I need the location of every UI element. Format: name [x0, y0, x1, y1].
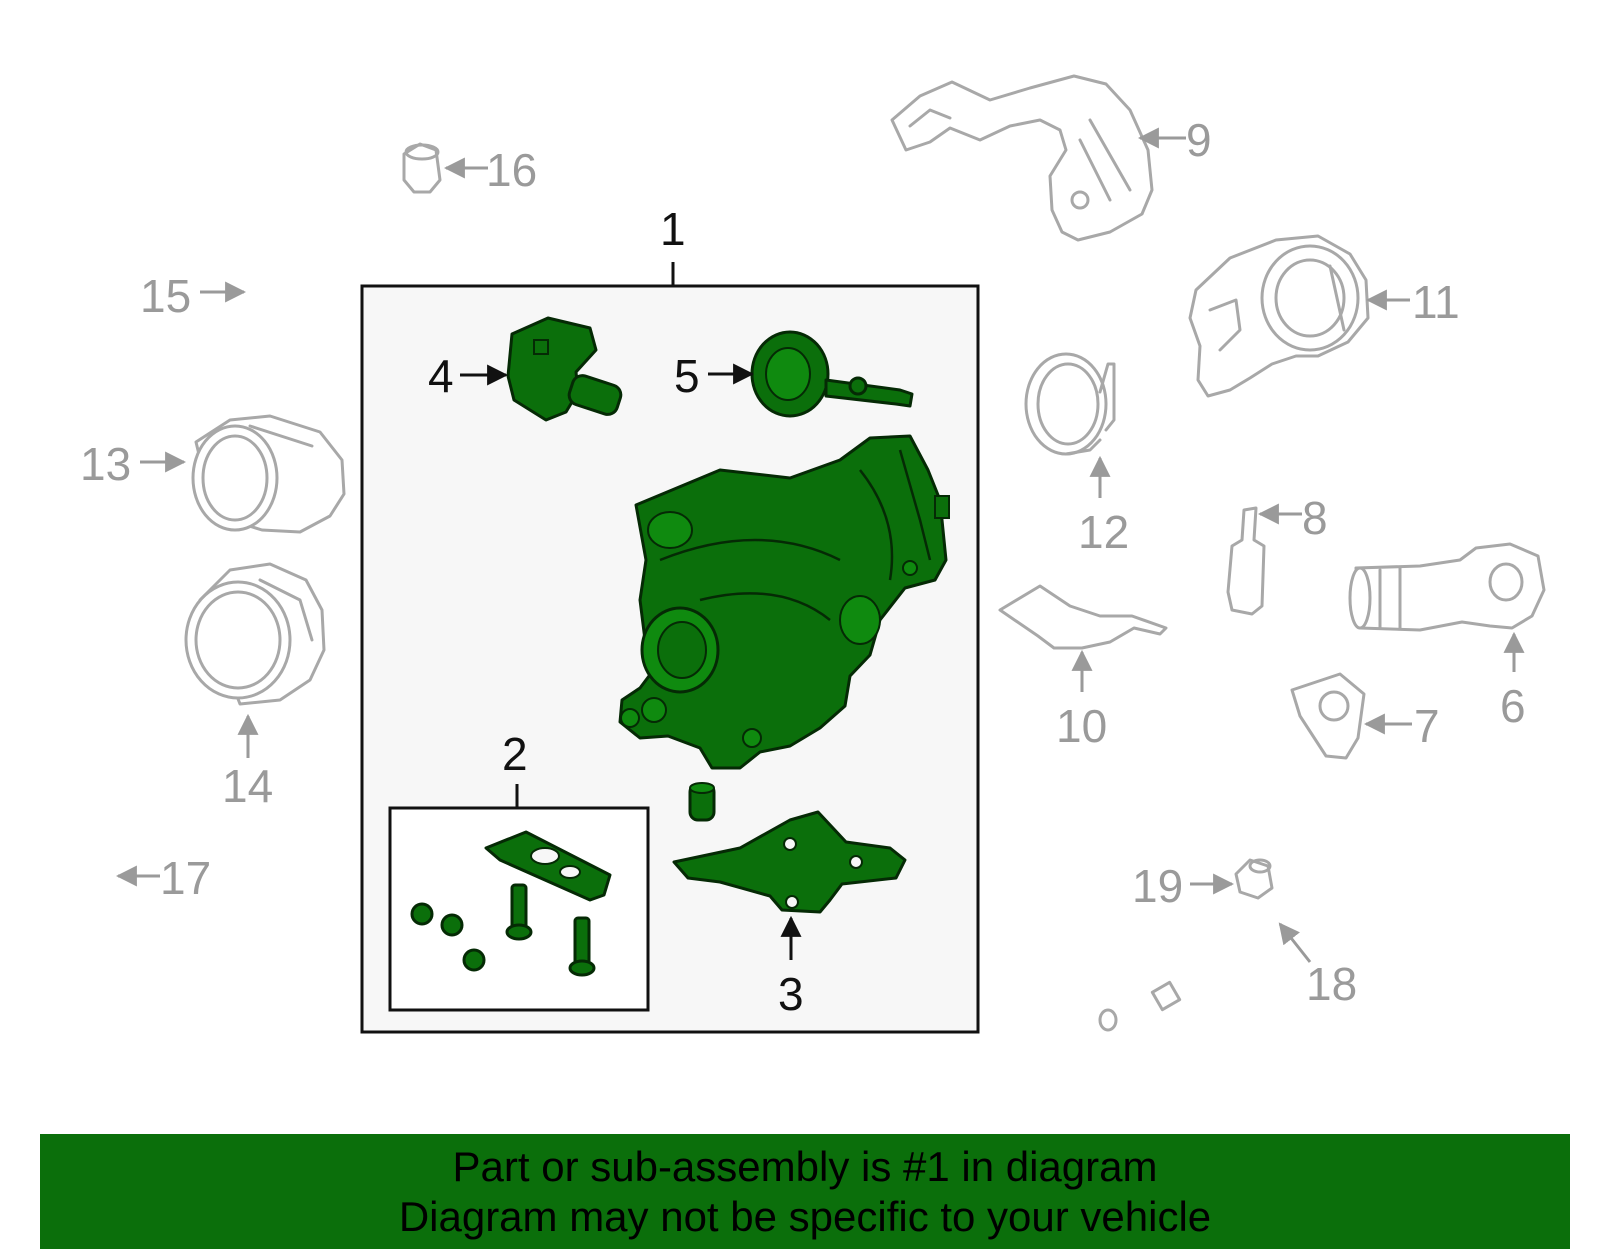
callout-15[interactable]: 15 [140, 270, 191, 322]
callout-16[interactable]: 16 [486, 144, 537, 196]
callout-1[interactable]: 1 [660, 203, 686, 255]
part-19-plug[interactable] [1234, 858, 1274, 900]
banner-line-2: Diagram may not be specific to your vehi… [398, 1192, 1212, 1240]
part-5-actuator[interactable] [750, 330, 914, 418]
callout-4[interactable]: 4 [428, 350, 454, 402]
part-12-clamp[interactable] [1024, 352, 1116, 456]
part-6-outlet-pipe[interactable] [1348, 542, 1546, 632]
info-banner: Part or sub-assembly is #1 in diagram Di… [40, 1134, 1570, 1249]
callout-8[interactable]: 8 [1302, 492, 1328, 544]
part-13-inlet-coupler[interactable] [191, 414, 346, 534]
callout-14[interactable]: 14 [222, 760, 273, 812]
callout-arrow-18 [1278, 922, 1312, 963]
part-3-bracket[interactable] [672, 810, 907, 914]
callout-18[interactable]: 18 [1306, 958, 1357, 1010]
part-14-inlet-ring[interactable] [184, 562, 326, 706]
callout-12[interactable]: 12 [1078, 506, 1129, 558]
callout-11[interactable]: 11 [1412, 276, 1460, 328]
part-8-sensor[interactable] [1226, 506, 1266, 616]
dowel-pin [688, 782, 716, 822]
part-7-gasket[interactable] [1290, 672, 1366, 760]
turbocharger-main[interactable] [618, 434, 950, 770]
part-18-rod[interactable] [1098, 844, 1368, 1032]
callout-13[interactable]: 13 [80, 438, 131, 490]
callout-6[interactable]: 6 [1500, 680, 1526, 732]
callout-2[interactable]: 2 [502, 728, 528, 780]
part-16-cap[interactable] [402, 142, 442, 194]
part-10-shield-plate[interactable] [998, 584, 1168, 650]
part-4-sensor[interactable] [506, 316, 623, 422]
part-9-heat-shield[interactable] [890, 74, 1154, 242]
callout-9[interactable]: 9 [1186, 114, 1212, 166]
callout-10[interactable]: 10 [1056, 700, 1107, 752]
callout-5[interactable]: 5 [674, 350, 700, 402]
callout-19[interactable]: 19 [1132, 860, 1183, 912]
part-11-housing[interactable] [1188, 234, 1370, 398]
part-2-gasket-bolts[interactable] [410, 830, 612, 977]
banner-line-1: Part or sub-assembly is #1 in diagram [452, 1142, 1158, 1190]
callout-7[interactable]: 7 [1414, 700, 1440, 752]
part-15-hose[interactable] [257, 45, 429, 305]
callout-3[interactable]: 3 [778, 968, 804, 1020]
part-17-oil-line[interactable] [80, 741, 346, 1106]
callout-17[interactable]: 17 [160, 852, 211, 904]
